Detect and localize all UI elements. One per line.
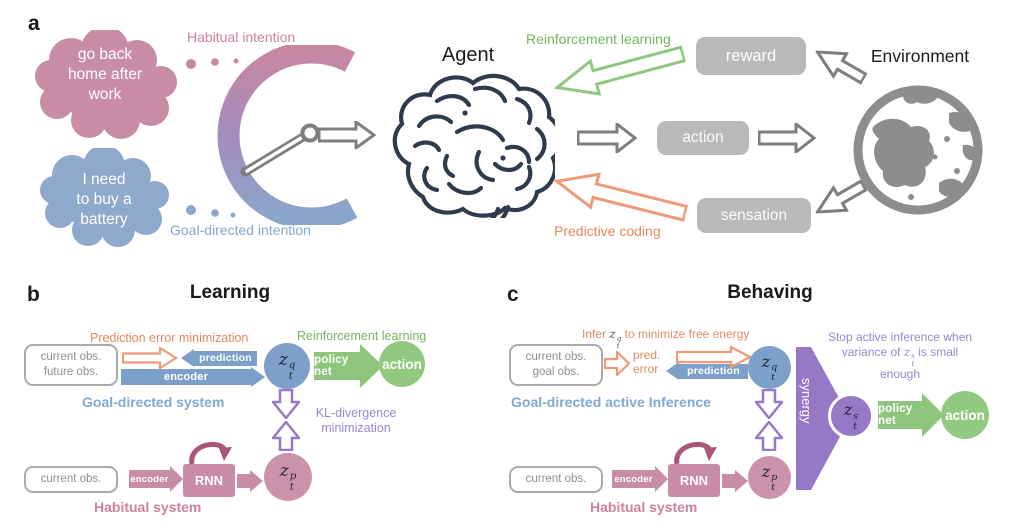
environment-label: Environment [870,46,970,66]
kl-down-arrow-icon [272,389,300,419]
agent-to-action-arrow-icon [577,123,637,153]
rnn-to-zp-arrow-icon [237,469,263,492]
gauge-to-agent-arrow-icon [318,121,376,149]
policy-net-arrow-c: policy net [878,393,944,437]
free-energy-arrow-icon [676,346,752,368]
synergy-label: synergy [799,378,814,424]
habitual-encoder-arrow-c: encoder [612,466,668,492]
kl-up-arrow-icon [272,421,300,451]
rnn-box: RNN [183,464,235,497]
habitual-intention-label: Habitual intention [187,29,296,45]
observation-box-c: current obs. goal obs. [509,344,603,386]
action-box: action [657,121,749,155]
kl-down-arrow-icon-c [755,389,783,419]
rnn-box-c: RNN [668,464,720,497]
panel-a-letter: a [28,12,40,35]
environment-to-sensation-arrow-icon [808,172,871,226]
habitual-system-label: Habitual system [94,499,202,515]
sensation-box: sensation [697,198,811,233]
goal-cloud-text: I need to buy a battery [76,171,132,228]
environment-to-reward-arrow-icon [808,38,871,92]
prediction-error-arrow-icon [122,347,178,369]
predictive-coding-label: Predictive coding [554,223,661,239]
panel-c-letter: c [507,283,519,306]
habitual-system-label-c: Habitual system [590,499,698,515]
obs-to-prederror-arrow-icon [604,351,630,376]
habitual-observation-box: current obs. [24,466,118,493]
kl-divergence-label: KL-divergence minimization [315,406,397,435]
action-circle-c: action [941,391,989,439]
prediction-arrow: prediction [181,349,257,367]
agent-label: Agent [441,44,495,66]
kl-up-arrow-icon-c [755,421,783,451]
panel-b-title: Learning [189,282,271,303]
rnn-recurrent-loop-icon [189,441,232,465]
goal-cloud-icon [40,148,169,247]
habitual-cloud-text: go back home after work [67,46,143,103]
habitual-observation-box-c: current obs. [509,466,603,493]
synergy-funnel-icon [796,347,850,490]
panel-c-title: Behaving [727,282,813,303]
globe-icon [853,85,983,215]
action-to-environment-arrow-icon [758,123,816,153]
predictive-coding-arrow-icon [549,162,690,232]
panel-b-letter: b [27,283,40,306]
reinforcement-learning-arrow-icon [549,35,688,106]
observation-box: current obs. future obs. [24,344,118,386]
stop-active-inference-label: Stop active inference when variance of z… [827,330,973,382]
policy-net-arrow: policy net [314,344,383,388]
habitual-cloud-icon [35,30,177,139]
reward-box: reward [696,37,806,75]
goal-directed-active-inference-label: Goal-directed active Inference [511,394,711,410]
rnn-to-zp-arrow-icon-c [722,469,748,492]
rnn-recurrent-loop-icon-c [674,441,717,465]
encoder-arrow: encoder [121,367,265,387]
reinforcement-learning-label: Reinforcement learning [526,31,671,47]
goal-directed-system-label: Goal-directed system [82,394,225,410]
brain-icon [392,73,555,218]
goal-intention-label: Goal-directed intention [170,222,311,238]
action-circle: action [379,341,425,387]
reinforcement-learning-label-b: Reinforcement learning [297,329,427,343]
habitual-encoder-arrow: encoder [129,466,183,492]
prediction-error-minimization-label: Prediction error minimization [90,331,249,345]
pred-error-label: pred. error [633,348,661,376]
